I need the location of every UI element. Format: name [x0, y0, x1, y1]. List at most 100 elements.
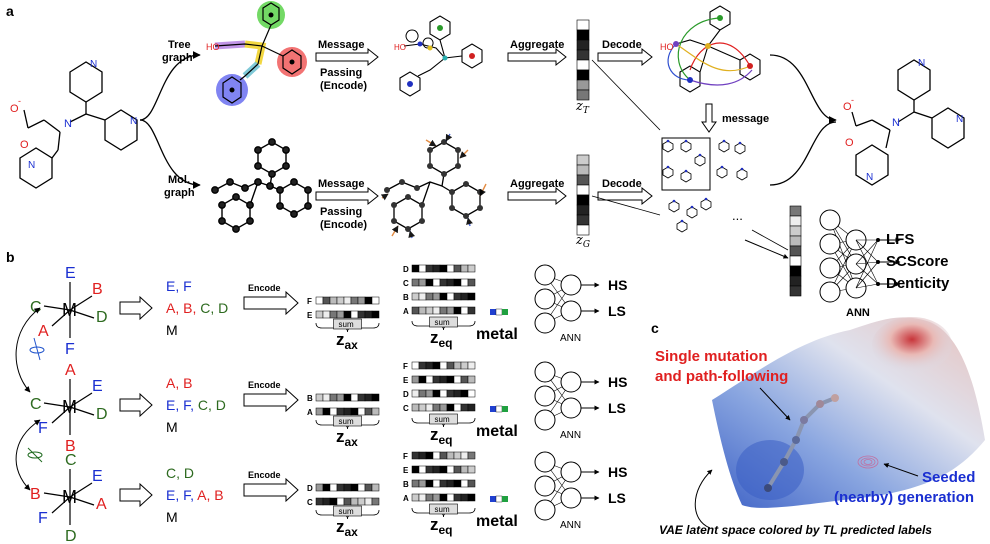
latent-cell	[576, 79, 590, 91]
panel-label-a: a	[6, 3, 14, 19]
complex-metal: M	[62, 487, 77, 507]
bar-label: F	[307, 297, 312, 306]
output-pyridine-n-2: N	[956, 114, 963, 125]
carbonyl-o-label: O	[20, 139, 29, 151]
mp-tree-label-3: (Encode)	[320, 80, 367, 92]
spin-ann	[534, 264, 600, 334]
hs-label: HS	[608, 464, 627, 480]
bar-cell	[446, 451, 455, 460]
complex-atom-top: A	[65, 362, 76, 379]
output-o-label: O	[843, 101, 852, 113]
panel-c: Single mutation and path-following Seede…	[655, 317, 985, 537]
z-ax-label: zax	[336, 517, 358, 539]
latent-cell	[576, 164, 590, 176]
bar-cell	[418, 451, 427, 460]
output-pyridine-n-1: N	[918, 58, 925, 69]
bar-cell	[329, 393, 338, 402]
metal-cell	[490, 496, 496, 502]
bar-label: B	[403, 293, 409, 302]
bar-cell	[460, 389, 469, 398]
complex-atom-left2: F	[38, 510, 48, 527]
bar-cell	[425, 292, 434, 301]
latent-cell	[576, 224, 590, 236]
bar-cell	[467, 375, 476, 384]
z-eq-label: zeq	[430, 515, 453, 537]
rotation-arrow-1	[15, 307, 41, 393]
bar-cell	[315, 497, 324, 506]
metal-cell	[495, 308, 503, 316]
sum-brace	[315, 509, 380, 520]
bar-cell	[329, 497, 338, 506]
bar-cell	[453, 403, 462, 412]
tree-message-graph	[399, 15, 483, 97]
output-pyridine-n-3: N	[866, 172, 873, 183]
mol-graph-label-1: Mol.	[168, 174, 190, 186]
ls-label: LS	[608, 303, 626, 319]
sum-brace	[411, 417, 476, 428]
panel-label-c: c	[651, 320, 659, 336]
bar-cell	[411, 264, 420, 273]
complex-atom-left1: B	[30, 486, 41, 503]
bar-cell	[364, 310, 373, 319]
bar-cell	[343, 497, 352, 506]
bar-cell	[432, 361, 441, 370]
mini-molecule-n	[704, 197, 708, 201]
bar-cell	[432, 451, 441, 460]
bar-cell	[460, 451, 469, 460]
bar-cell	[432, 292, 441, 301]
sum-label: sum	[435, 318, 450, 327]
bar-label: E	[403, 466, 409, 475]
bar-label: B	[403, 480, 409, 489]
bar-cell	[425, 465, 434, 474]
metal-label: metal	[476, 326, 518, 343]
bar-cell	[467, 479, 476, 488]
mp-mol-label-1: Message	[318, 178, 364, 190]
z-tree-label: zT	[575, 99, 590, 116]
ann-node	[534, 361, 556, 383]
complex-atom-left1: C	[30, 299, 42, 316]
latent-cell	[576, 204, 590, 216]
latent-cell	[576, 19, 590, 31]
metal-label: metal	[476, 423, 518, 440]
tree-mp-ho-label: HO	[394, 43, 406, 52]
bar-cell	[439, 292, 448, 301]
bar-cell	[336, 393, 345, 402]
bar-cell	[439, 361, 448, 370]
bar-cell	[411, 451, 420, 460]
decode-arrow-tree	[597, 47, 653, 67]
bar-cell	[453, 479, 462, 488]
bar-cell	[418, 479, 427, 488]
aggregate-label-tree: Aggregate	[510, 39, 564, 51]
sum-box	[333, 415, 362, 427]
bar-cell	[418, 493, 427, 502]
message-passing-mol: Message Passing (Encode)	[315, 178, 379, 231]
pyridine-n-label-2: N	[130, 116, 137, 127]
bar-cell	[460, 264, 469, 273]
axial-ligands: A, B	[166, 375, 192, 391]
latent-cell	[789, 215, 802, 227]
bar-cell	[357, 296, 366, 305]
bar-cell	[425, 493, 434, 502]
bar-cell	[357, 310, 366, 319]
bar-cell	[432, 306, 441, 315]
bar-cell	[467, 264, 476, 273]
bar-cell	[329, 407, 338, 416]
ann-node	[534, 288, 556, 310]
bar-cell	[432, 403, 441, 412]
mini-molecule-n	[680, 219, 684, 223]
bar-cell	[446, 493, 455, 502]
ann-node	[560, 461, 582, 483]
latent-cell	[576, 174, 590, 186]
complex-atom-right2: D	[96, 406, 108, 423]
bar-label: E	[403, 376, 409, 385]
bar-cell	[322, 296, 331, 305]
ann-node	[534, 264, 556, 286]
ann-output-scscore: SCScore	[886, 253, 949, 270]
latent-cell	[789, 245, 802, 257]
mol-graph-skeleton	[211, 138, 312, 233]
bar-cell	[439, 465, 448, 474]
mini-molecule-ring	[668, 200, 680, 213]
latent-cell	[576, 49, 590, 61]
metal-label: metal	[476, 513, 518, 530]
